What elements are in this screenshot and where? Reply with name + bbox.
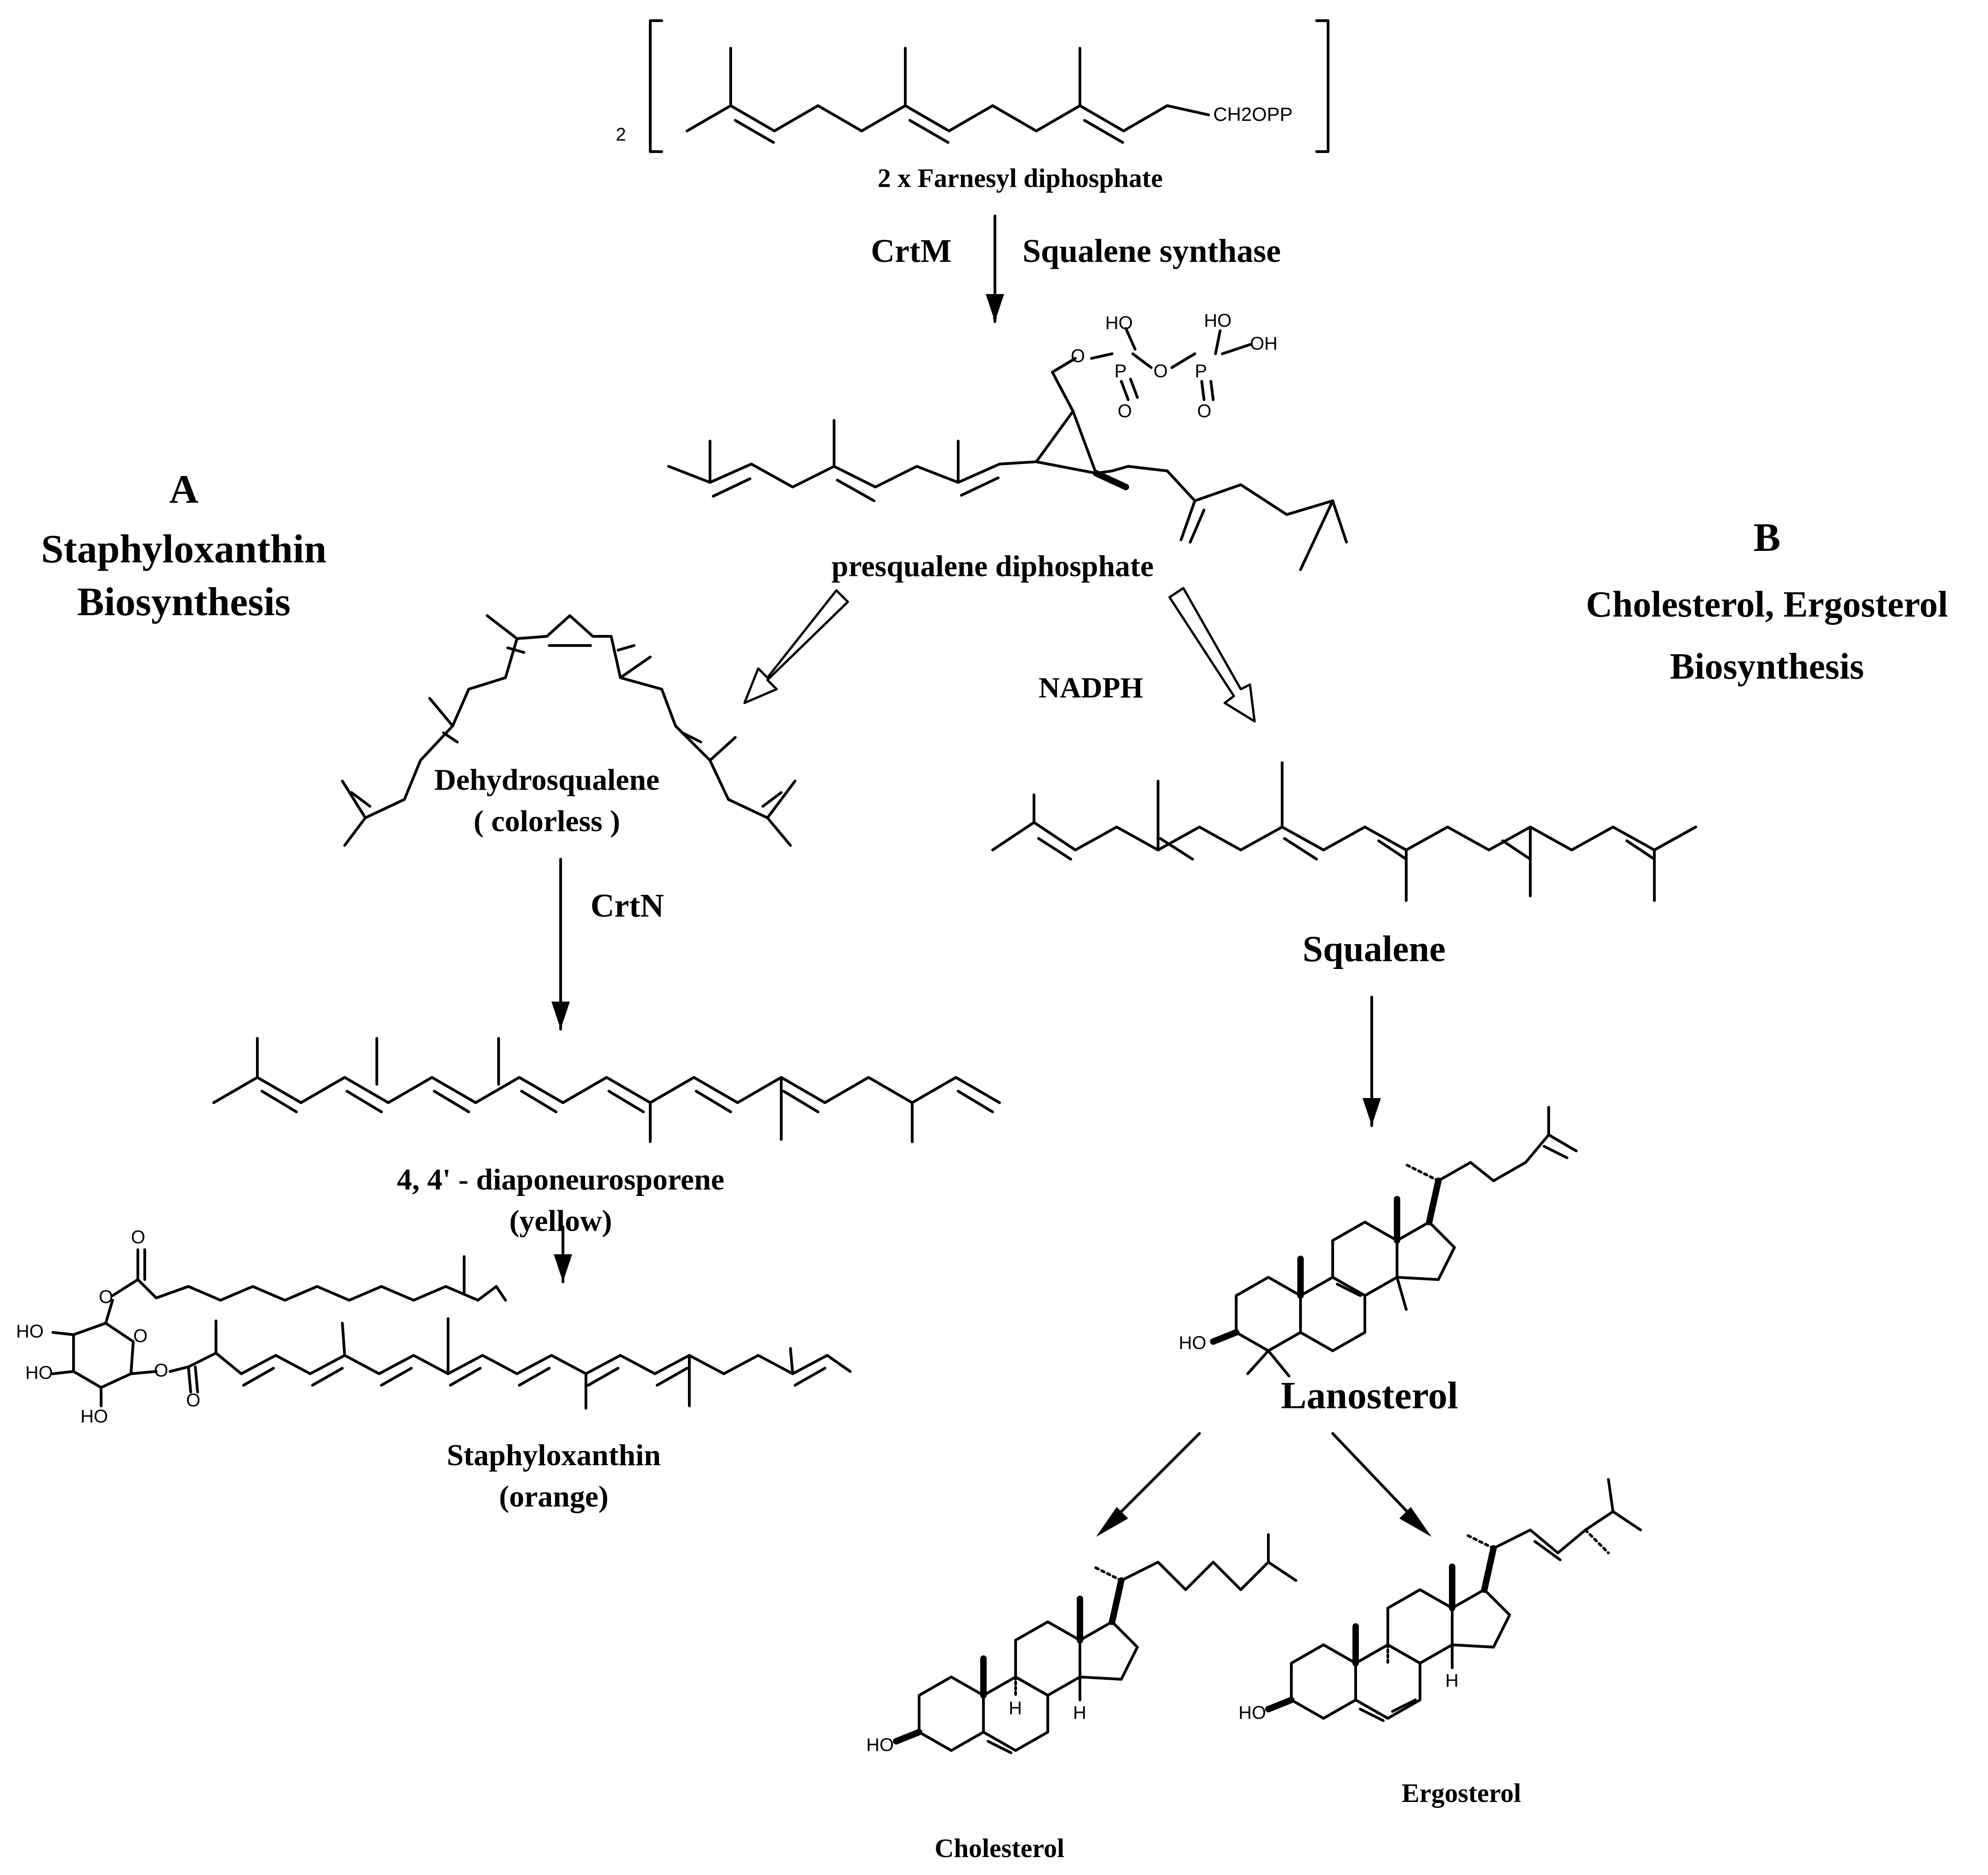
- presqualene-atom-p2: P: [1195, 361, 1207, 381]
- staphyloxanthin-note: (orange): [499, 1480, 609, 1513]
- farnesyl-group-label: CH2OPP: [1213, 103, 1293, 125]
- diaponeurosporene-label: 4, 4' - diaponeurosporene: [397, 1163, 725, 1196]
- farnesyl-chain: [686, 104, 1210, 132]
- staph-atom-o-link: O: [154, 1360, 169, 1381]
- ergosterol-structure: [1265, 1478, 1642, 1722]
- ergosterol-atom-h: H: [1445, 1671, 1459, 1691]
- staphyloxanthin-label: Staphyloxanthin: [447, 1439, 661, 1472]
- cholesterol-label: Cholesterol: [934, 1833, 1065, 1863]
- farnesyl-diphosphate-label: 2 x Farnesyl diphosphate: [877, 163, 1163, 193]
- dehydrosqualene-note: ( colorless ): [473, 804, 620, 838]
- cholesterol-structure: [893, 1533, 1297, 1754]
- presqualene-atom-ho2: HO: [1204, 311, 1232, 331]
- dehydrosqualene-structure: [341, 614, 796, 847]
- panel-a-title-line2: Biosynthesis: [77, 580, 291, 624]
- farnesyl-multiplier: 2: [616, 125, 626, 145]
- panel-a-title-line1: Staphyloxanthin: [41, 527, 327, 572]
- panel-b-title-line1: Cholesterol, Ergosterol: [1585, 584, 1948, 625]
- staph-atom-ho3: HO: [80, 1406, 108, 1427]
- panel-b-letter: B: [1753, 515, 1781, 560]
- cholesterol-atom-ho: HO: [866, 1735, 894, 1755]
- staph-atom-o-ring: O: [133, 1326, 148, 1346]
- enzyme-squalene-synthase: Squalene synthase: [1022, 232, 1281, 269]
- staph-atom-o-bottom: O: [186, 1390, 201, 1410]
- staph-atom-ho1: HO: [16, 1321, 44, 1342]
- cholesterol-atom-h1: H: [1009, 1698, 1022, 1718]
- presqualene-diphosphate-label: presqualene diphosphate: [831, 549, 1154, 583]
- diaponeurosporene-structure: [212, 1037, 1001, 1143]
- cofactor-nadph: NADPH: [1039, 671, 1143, 704]
- presqualene-atom-o3: O: [1118, 401, 1132, 421]
- panel-b-title-line2: Biosynthesis: [1670, 646, 1864, 687]
- right-bracket: [1315, 19, 1329, 153]
- left-bracket: [649, 19, 663, 153]
- lanosterol-label: Lanosterol: [1281, 1374, 1458, 1417]
- presqualene-atom-o1: O: [1071, 346, 1085, 366]
- ergosterol-atom-ho: HO: [1238, 1703, 1266, 1723]
- dehydrosqualene-label: Dehydrosqualene: [434, 763, 660, 797]
- presqualene-atom-ho1: HO: [1105, 313, 1133, 333]
- cholesterol-atom-h2: H: [1073, 1703, 1086, 1723]
- enzyme-crtm: CrtM: [871, 232, 952, 269]
- presqualene-atom-o4: O: [1197, 401, 1212, 421]
- staph-atom-o-carbonyl: O: [131, 1227, 146, 1247]
- presqualene-atom-o2: O: [1153, 361, 1168, 381]
- presqualene-atom-oh: OH: [1250, 334, 1278, 354]
- open-arrow-right: [1168, 587, 1256, 723]
- open-arrow-left: [743, 589, 849, 704]
- squalene-structure: [991, 761, 1697, 902]
- enzyme-crtn: CrtN: [591, 887, 664, 924]
- panel-a-letter: A: [169, 467, 199, 512]
- squalene-label: Squalene: [1302, 929, 1446, 969]
- ergosterol-label: Ergosterol: [1402, 1778, 1521, 1808]
- lanosterol-atom-ho: HO: [1179, 1333, 1206, 1353]
- farnesyl-diphosphate-structure: [649, 19, 1329, 153]
- staph-atom-o-ester: O: [99, 1287, 114, 1307]
- staph-atom-ho2: HO: [25, 1363, 53, 1383]
- presqualene-diphosphate-structure: [667, 327, 1348, 571]
- staphyloxanthin-structure: [51, 1248, 852, 1410]
- diaponeurosporene-note: (yellow): [509, 1204, 612, 1238]
- lanosterol-structure: [1210, 1106, 1578, 1377]
- presqualene-atom-p1: P: [1114, 361, 1127, 381]
